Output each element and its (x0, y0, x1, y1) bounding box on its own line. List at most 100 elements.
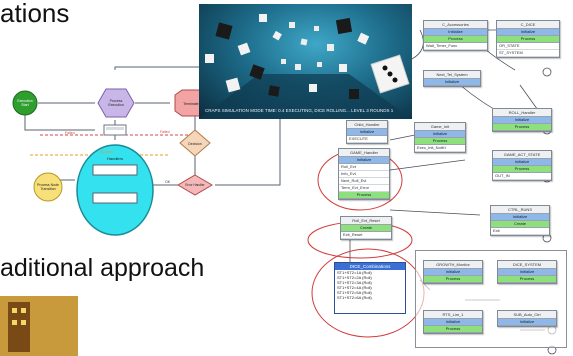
state-initialize: Initialize (493, 159, 551, 166)
dice-combination-panel[interactable]: DICE_Combinations ST1+ST2=1A (Roll) ST1+… (334, 262, 406, 314)
svg-text:Failed: Failed (65, 131, 75, 135)
flow-start-node (12, 90, 38, 116)
state-initialize: Initialize (424, 319, 482, 326)
state-title: Game_Init (415, 123, 465, 131)
state-initialize: Initialize (339, 157, 389, 164)
state-row: OUT_IN (493, 173, 551, 180)
state-process: Process (339, 192, 389, 199)
state-box[interactable]: C_DICE Initialize Process OR_STATE ST_SY… (496, 20, 560, 58)
state-row: Wait_Timer_Func (424, 43, 487, 50)
svg-text:Failed: Failed (160, 130, 170, 134)
state-row: Term_Evt_Error (339, 185, 389, 192)
flow-decision-node (179, 129, 211, 157)
list-item: ST1+ST2=4A (Roll) (337, 285, 372, 290)
state-process: Process (424, 36, 487, 43)
dice-scene (199, 14, 412, 119)
flow-start-label: Execution (17, 99, 32, 103)
state-box[interactable]: GAME_Handler Initialize Roll_Evt Info_Ev… (338, 148, 390, 200)
state-row: Roll_Evt (339, 164, 389, 171)
state-title: Next_Tel_System (424, 71, 480, 79)
list-item: ST1+ST2=6A (Roll) (337, 295, 372, 300)
state-title: GROWTH_Monitor (424, 261, 482, 269)
state-title: GAME_Handler (339, 149, 389, 157)
slide-heading-bottom: aditional approach (0, 254, 205, 282)
svg-text:Process Node: Process Node (37, 183, 59, 187)
state-title: ROLL_Handler (493, 109, 551, 117)
state-box[interactable]: GAME_ACT_STATE Initialize Process OUT_IN (492, 150, 552, 181)
building-window (21, 320, 26, 325)
flow-error-handler-node (177, 174, 213, 196)
state-process: Process (493, 166, 551, 173)
state-title: C_Accessories (424, 21, 487, 29)
list-item: ST1+ST2=2A (Roll) (337, 275, 372, 280)
state-box[interactable]: C_Accessories Initialize Process Wait_Ti… (423, 20, 488, 51)
list-item: ST1+ST2=5A (Roll) (337, 290, 372, 295)
state-initialize: Initialize (415, 131, 465, 138)
slide-heading-top: ations (0, 0, 70, 28)
dice-cluster (205, 14, 410, 99)
svg-text:Terminate Next: Terminate Next (183, 102, 207, 106)
state-process: Process (424, 276, 482, 283)
state-initialize: Initialize (424, 29, 487, 36)
state-row: Exit_Reset (341, 232, 391, 239)
state-title: RTS_Lim_1 (424, 311, 482, 319)
svg-text:Transition: Transition (40, 187, 55, 191)
state-row: ST_SYSTEM (497, 50, 559, 57)
svg-text:OK: OK (165, 180, 171, 184)
state-box[interactable]: RTS_Lim_1 Initialize Process (423, 310, 483, 334)
state-initialize: Initialize (498, 319, 556, 326)
state-row: Next_Roll_Evt (339, 178, 389, 185)
svg-text:Error Handler: Error Handler (185, 183, 205, 187)
svg-text:Execution: Execution (108, 103, 123, 107)
flow-edge (24, 115, 95, 131)
state-process: Process (498, 276, 556, 283)
list-panel-title: DICE_Combinations (335, 263, 405, 270)
state-box[interactable]: Roll_Evt_Reset Create Exit_Reset (340, 216, 392, 240)
building-shape (8, 302, 30, 352)
state-title: CTRL_RUNS (491, 206, 549, 214)
state-initialize: Initialize (424, 79, 480, 86)
state-box[interactable]: ROLL_Handler Initialize Process (492, 108, 552, 132)
state-process: Process (497, 36, 559, 43)
state-title: Roll_Evt_Reset (341, 217, 391, 225)
state-title: GAME_ACT_STATE (493, 151, 551, 159)
state-initialize: Initialize (424, 269, 482, 276)
list-item: ST1+ST2=1A (Roll) (337, 270, 372, 275)
state-title: C_DICE (497, 21, 559, 29)
state-box[interactable]: SUB_Auto_Ctrl Initialize (497, 310, 557, 327)
state-process: Process (493, 124, 551, 131)
state-initialize: Initialize (497, 29, 559, 36)
state-initialize: Initialize (347, 129, 387, 136)
flowchart-diagram: Execution Start Process Execution Termin… (12, 66, 281, 236)
flow-transition-node (33, 172, 63, 202)
dice-image: CRAPS SIMULATION MODE TIME: 0.4 EXECUTIN… (199, 4, 412, 119)
building-thumbnail (0, 296, 78, 356)
svg-text:Success: Success (100, 150, 113, 154)
state-row: OR_STATE (497, 43, 559, 50)
state-row: Exec_Init_NotKt (415, 145, 465, 152)
state-process: Process (415, 138, 465, 145)
flow-process-node (97, 88, 135, 118)
state-box[interactable]: Next_Tel_System Initialize (423, 70, 481, 87)
svg-text:Start: Start (21, 103, 28, 107)
flow-handler-box (92, 164, 138, 176)
state-box[interactable]: Child_Handler Initialize EXECUTE (346, 120, 388, 144)
dice-caption: CRAPS SIMULATION MODE TIME: 0.4 EXECUTIN… (205, 108, 394, 113)
state-box[interactable]: GROWTH_Monitor Initialize Process (423, 260, 483, 284)
svg-text:Handlers: Handlers (107, 156, 123, 161)
state-title: DICE_SYSTEM (498, 261, 556, 269)
state-initialize: Initialize (498, 269, 556, 276)
state-process: Process (424, 326, 482, 333)
svg-text:Process: Process (110, 99, 123, 103)
state-title: Child_Handler (347, 121, 387, 129)
state-box[interactable]: Game_Init Initialize Process Exec_Init_N… (414, 122, 466, 153)
state-initialize: Initialize (493, 117, 551, 124)
state-box[interactable]: CTRL_RUNS Initialize Create Exit (490, 205, 550, 236)
list-item: ST1+ST2=3A (Roll) (337, 280, 372, 285)
state-create: Create (341, 225, 391, 232)
state-row: EXECUTE (347, 136, 387, 143)
flow-handler-box (92, 192, 138, 204)
building-window (12, 308, 17, 313)
state-box[interactable]: DICE_SYSTEM Initialize Process (497, 260, 557, 284)
building-window (12, 320, 17, 325)
